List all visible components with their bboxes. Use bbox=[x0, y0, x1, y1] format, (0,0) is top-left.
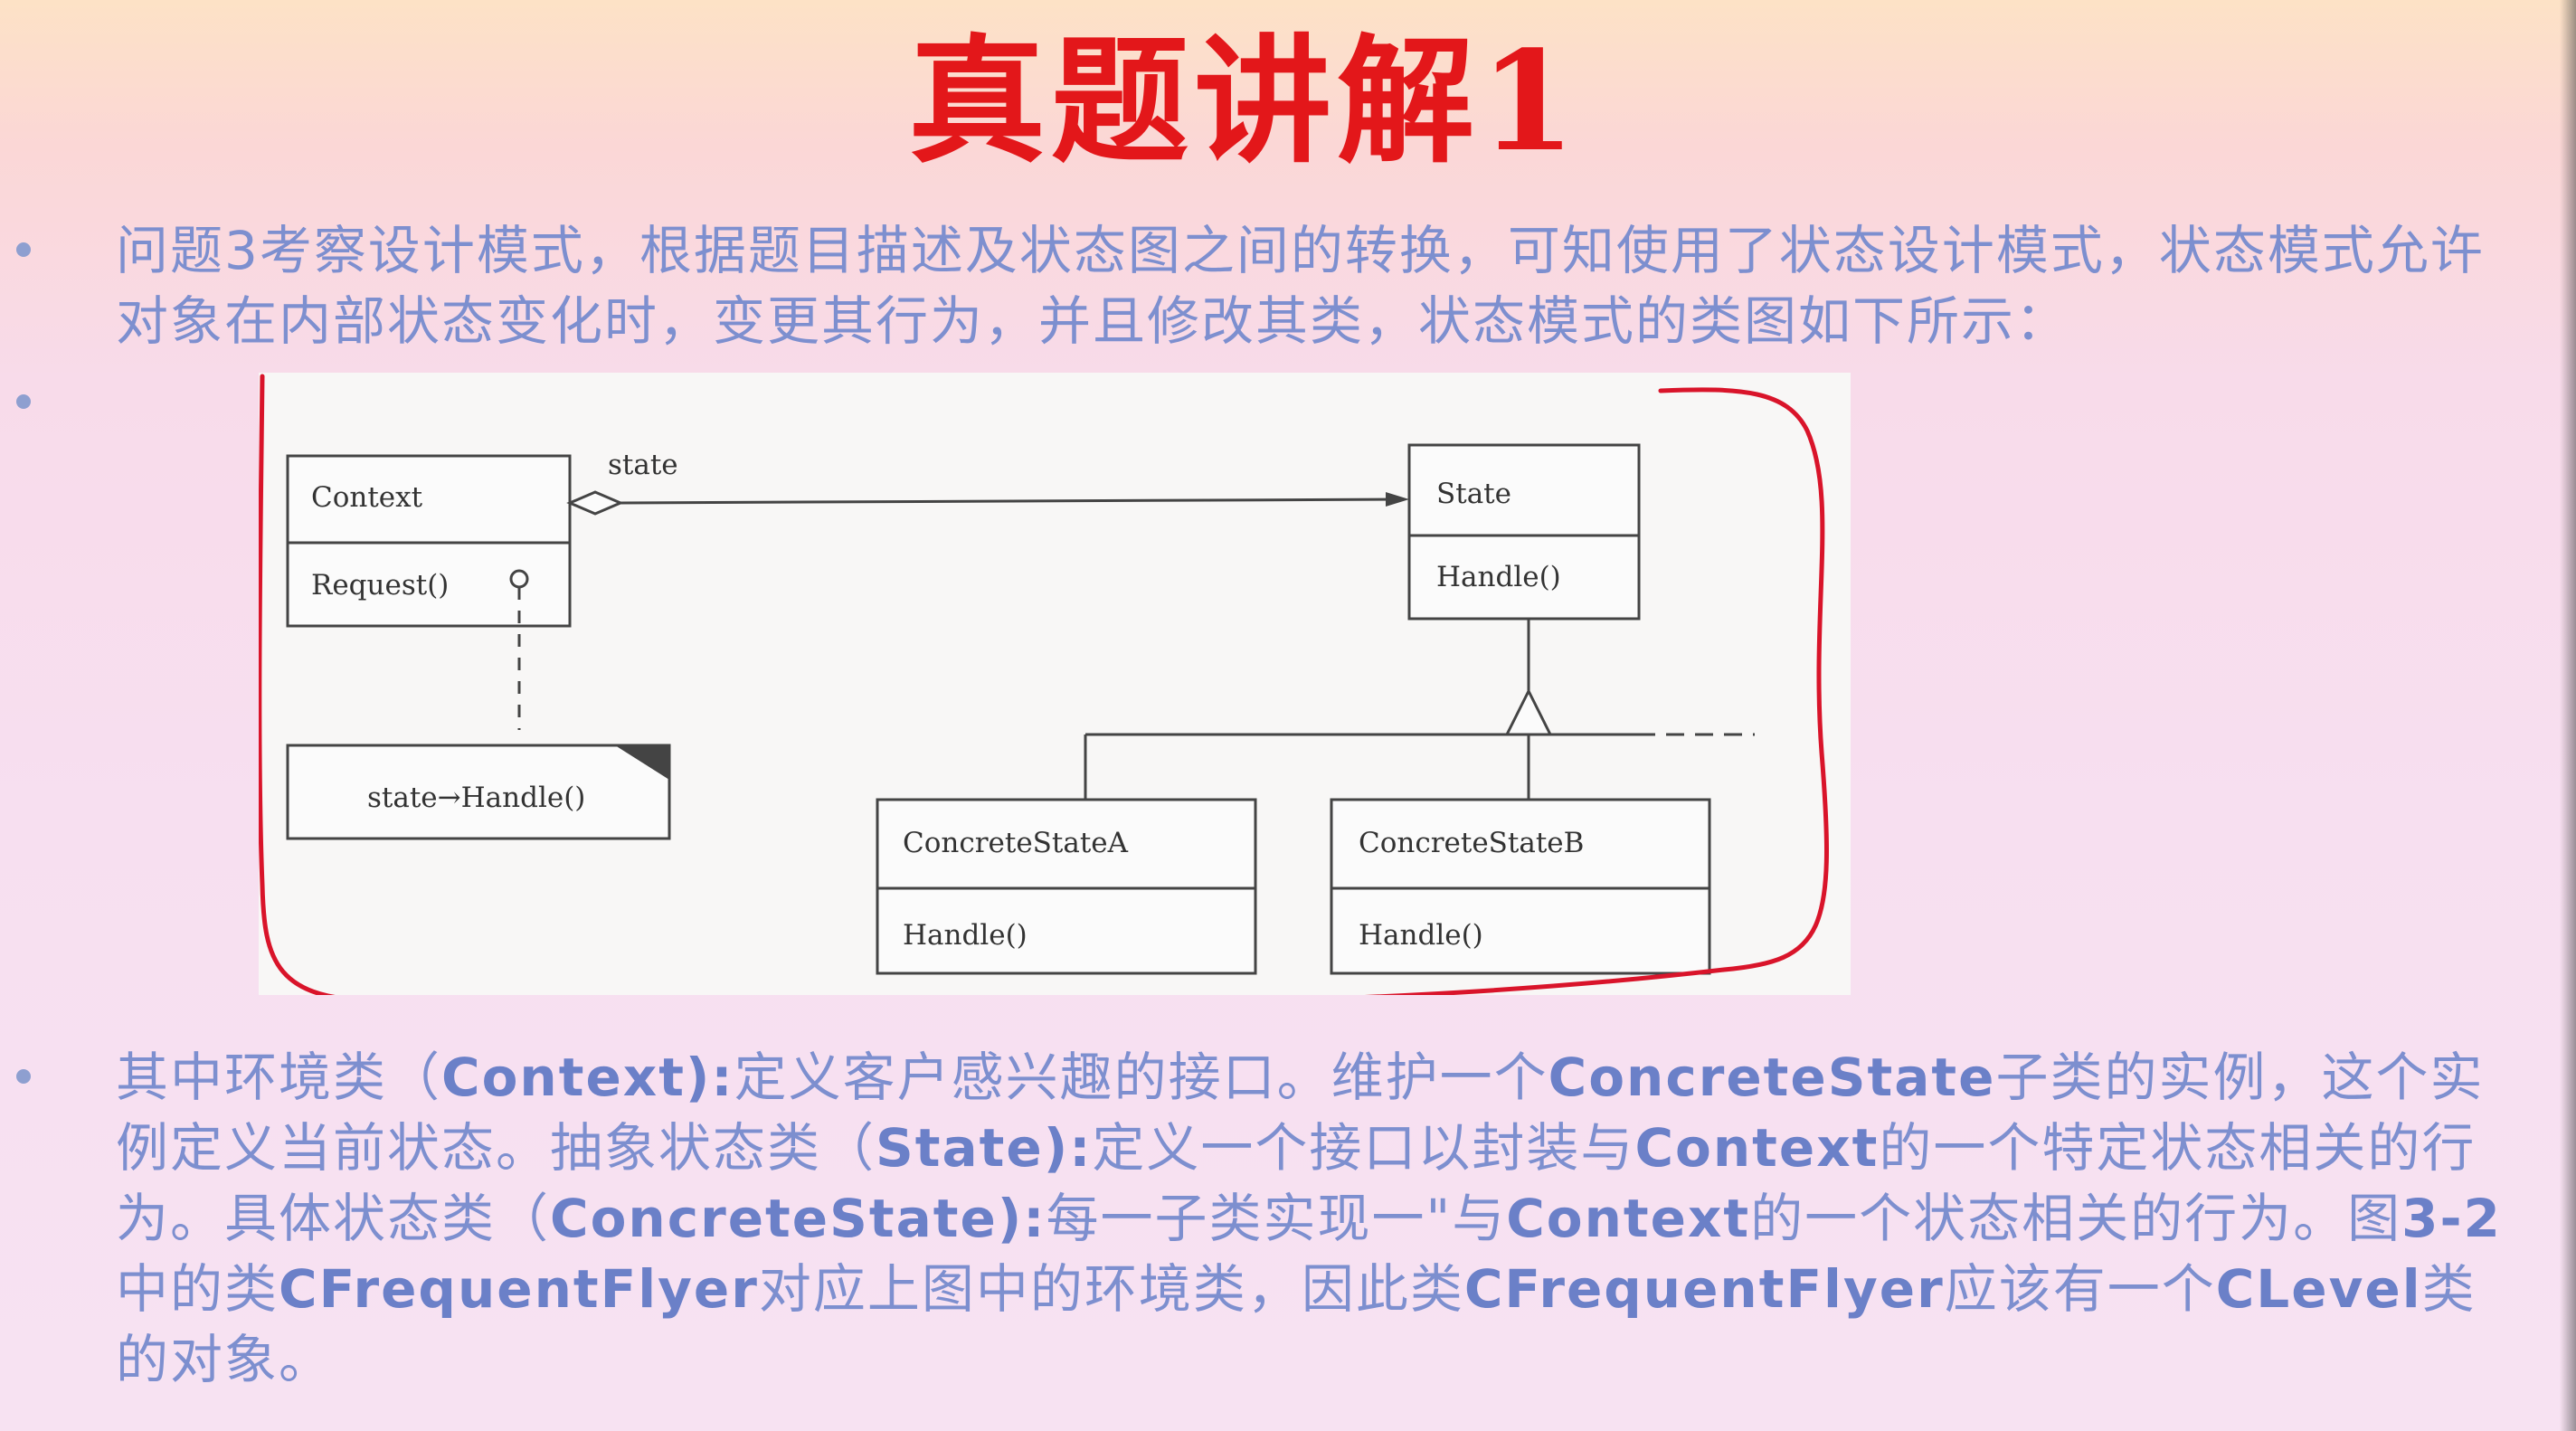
concrete-state-b-name: ConcreteStateB bbox=[1359, 827, 1584, 859]
association-label: state bbox=[608, 449, 678, 481]
association-arrow-icon bbox=[1386, 492, 1409, 507]
p2-term-context-3: Context bbox=[1506, 1188, 1751, 1249]
p2-term-cfrequentflyer-2: CFrequentFlyer bbox=[1463, 1258, 1945, 1320]
bullet-1 bbox=[16, 242, 31, 257]
window-right-edge bbox=[2560, 0, 2576, 1431]
p2-text-3: 子类的实例，这个实例定义当前状态。抽象状态类（ bbox=[116, 1047, 2485, 1179]
p2-text-8: 中的类 bbox=[116, 1258, 279, 1320]
context-method: Request() bbox=[311, 569, 449, 602]
p2-text-4: 定义一个接口以封装与 bbox=[1092, 1117, 1635, 1179]
p2-text-2: 定义客户感兴趣的接口。维护一个 bbox=[734, 1047, 1548, 1108]
p2-term-state: State): bbox=[876, 1117, 1093, 1179]
p2-text-10: 应该有一个 bbox=[1944, 1258, 2216, 1320]
p2-term-concretestate: ConcreteState bbox=[1548, 1047, 1996, 1108]
state-class-name: State bbox=[1436, 478, 1511, 510]
concrete-state-a-method: Handle() bbox=[903, 919, 1028, 952]
aggregation-diamond-icon bbox=[566, 490, 624, 516]
p2-text-7: 的一个状态相关的行为。图 bbox=[1750, 1188, 2402, 1249]
slide-title: 真题讲解1 bbox=[908, 20, 1581, 182]
note-box: state→Handle() bbox=[286, 744, 671, 840]
note-text: state→Handle() bbox=[367, 782, 585, 814]
paragraph-2: 其中环境类（Context):定义客户感兴趣的接口。维护一个ConcreteSt… bbox=[116, 1042, 2504, 1395]
p2-term-clevel: CLevel bbox=[2215, 1258, 2422, 1320]
p2-term-figure: 3-2 bbox=[2401, 1188, 2502, 1249]
red-annotation-outline bbox=[259, 374, 1830, 995]
note-fold-icon bbox=[615, 745, 669, 780]
p2-term-concretestate-2: ConcreteState): bbox=[550, 1188, 1046, 1249]
state-method: Handle() bbox=[1436, 561, 1561, 593]
p2-text-6: 每一子类实现一"与 bbox=[1046, 1188, 1507, 1249]
inheritance-triangle-icon bbox=[1504, 687, 1553, 736]
state-class-box: State Handle() bbox=[1407, 443, 1641, 621]
p2-text-5: 的一个特定状态相关的行为。具体状态类（ bbox=[116, 1117, 2477, 1249]
bullet-2 bbox=[16, 394, 31, 409]
concrete-state-a-box: ConcreteStateA Handle() bbox=[876, 798, 1257, 975]
uml-diagram-svg: Context Request() state→Handle() state S… bbox=[259, 374, 1830, 995]
p2-text-9: 对应上图中的环境类，因此类 bbox=[758, 1258, 1464, 1320]
paragraph-1: 问题3考察设计模式，根据题目描述及状态图之间的转换，可知使用了状态设计模式，状态… bbox=[116, 220, 2485, 352]
p2-term-context-2: Context bbox=[1634, 1117, 1880, 1179]
bullet-3 bbox=[16, 1069, 31, 1084]
association-line bbox=[620, 498, 1401, 505]
concrete-state-b-method: Handle() bbox=[1359, 919, 1483, 952]
context-class-name: Context bbox=[311, 481, 423, 514]
context-class-box: Context Request() bbox=[286, 454, 572, 628]
p2-term-context: Context): bbox=[441, 1047, 734, 1108]
p2-term-cfrequentflyer: CFrequentFlyer bbox=[279, 1258, 759, 1320]
concrete-state-a-name: ConcreteStateA bbox=[903, 827, 1129, 859]
p2-text-1: 其中环境类（ bbox=[116, 1047, 442, 1108]
concrete-state-b-box: ConcreteStateB Handle() bbox=[1330, 798, 1711, 975]
p2-text-11: 类的对象。 bbox=[116, 1258, 2477, 1390]
uml-class-diagram: Context Request() state→Handle() state S… bbox=[259, 373, 1851, 995]
